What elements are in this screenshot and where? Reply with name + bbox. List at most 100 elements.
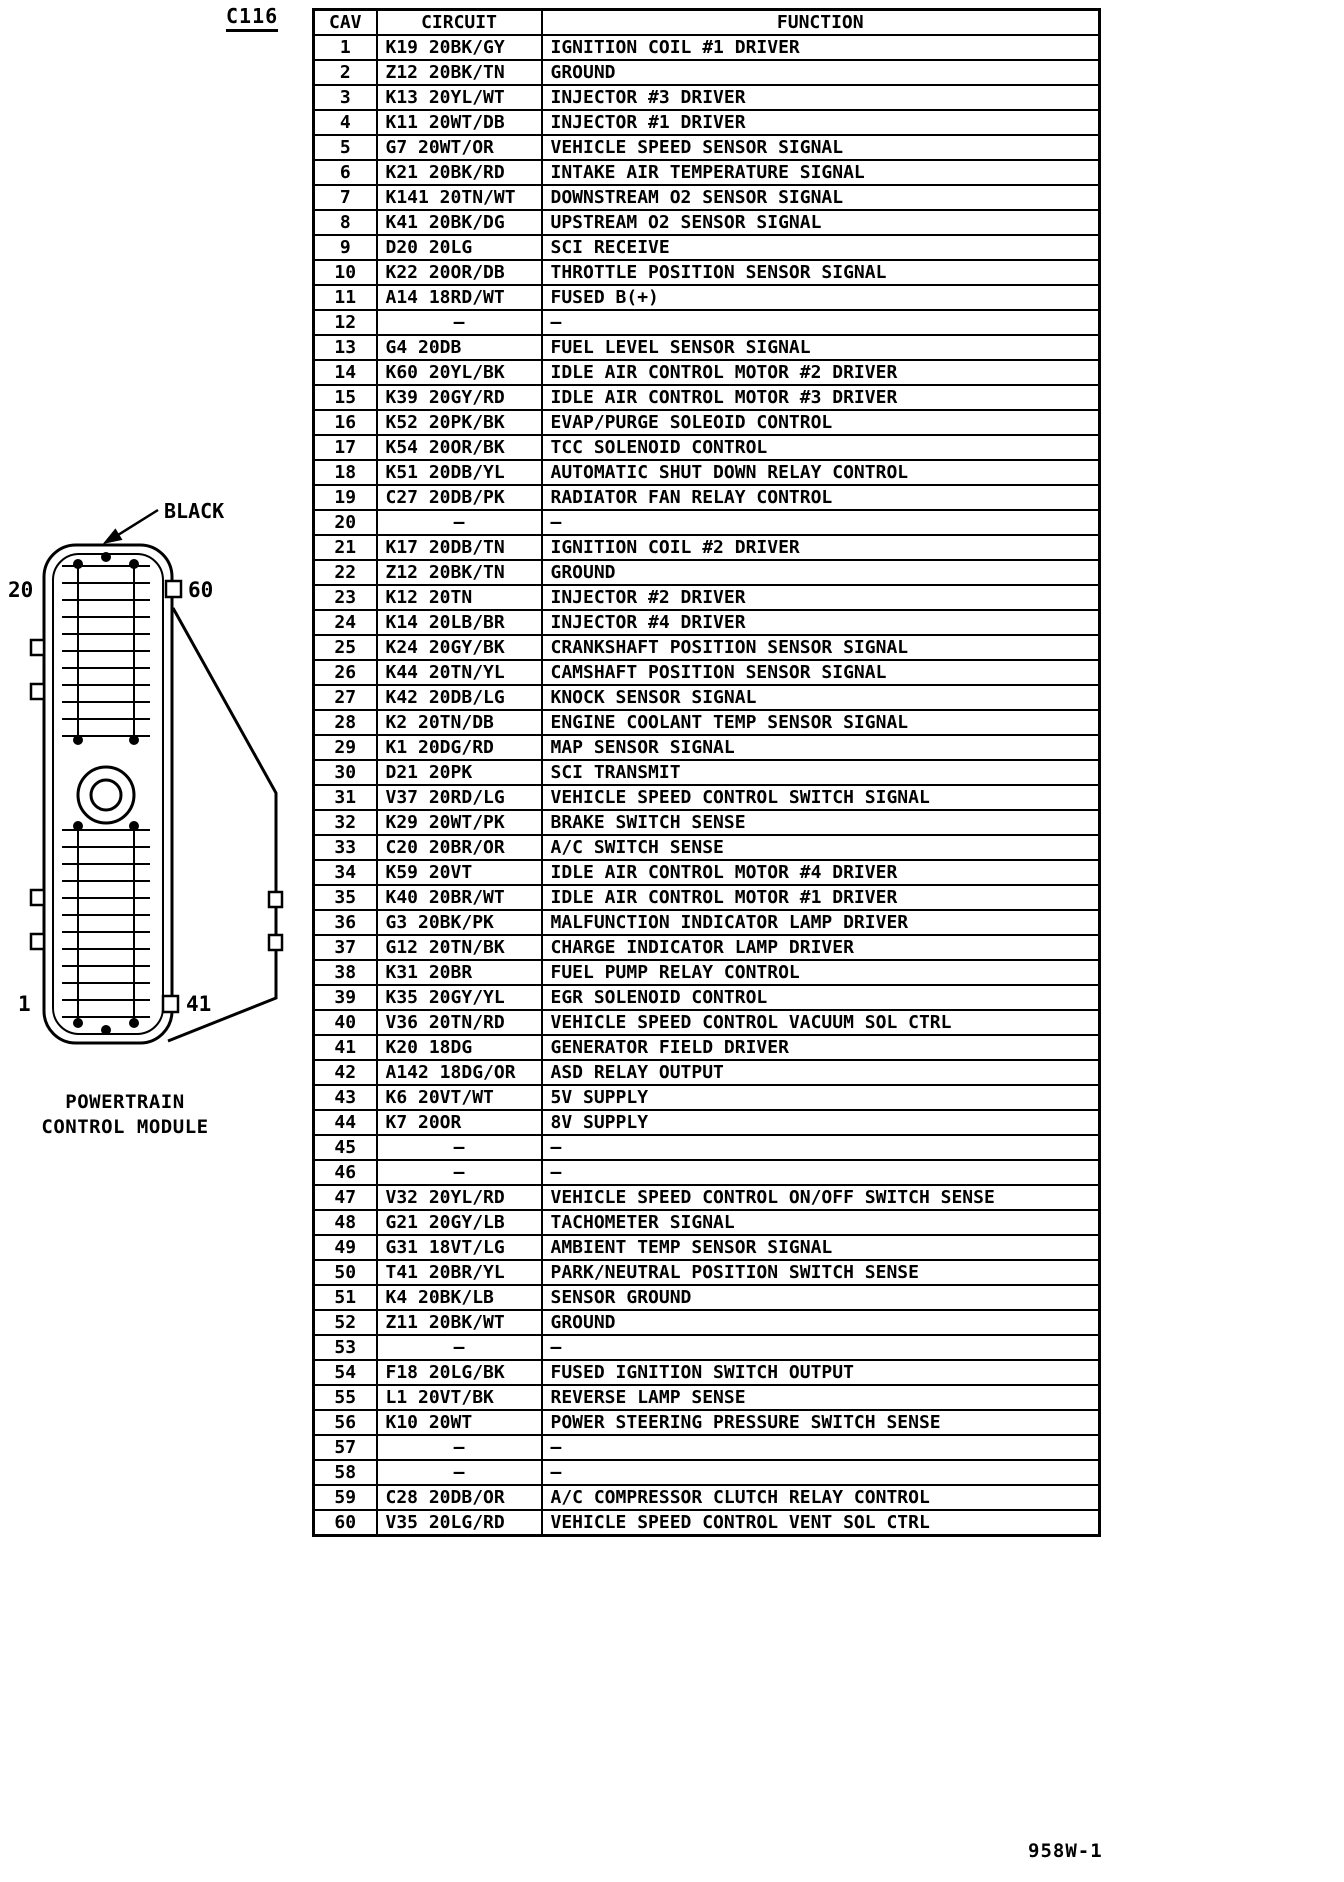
table-row: 53——: [312, 1334, 1101, 1361]
circuit-cell: A142 18DG/OR: [375, 1059, 543, 1086]
circuit-cell: K20 18DG: [375, 1034, 543, 1061]
table-row: 20——: [312, 509, 1101, 536]
cav-cell: 3: [312, 84, 378, 111]
function-cell: GROUND: [540, 559, 1101, 586]
pin-label-60: 60: [188, 578, 213, 602]
circuit-cell: K22 20OR/DB: [375, 259, 543, 286]
pin-ladder-bottom: [62, 826, 150, 1023]
cav-cell: 12: [312, 309, 378, 336]
cav-cell: 8: [312, 209, 378, 236]
function-cell: ENGINE COOLANT TEMP SENSOR SIGNAL: [540, 709, 1101, 736]
function-cell: IDLE AIR CONTROL MOTOR #4 DRIVER: [540, 859, 1101, 886]
function-cell: FUEL LEVEL SENSOR SIGNAL: [540, 334, 1101, 361]
function-cell: VEHICLE SPEED CONTROL ON/OFF SWITCH SENS…: [540, 1184, 1101, 1211]
circuit-cell: K17 20DB/TN: [375, 534, 543, 561]
function-cell: VEHICLE SPEED SENSOR SIGNAL: [540, 134, 1101, 161]
circuit-cell: —: [375, 1159, 543, 1186]
circuit-cell: —: [375, 1459, 543, 1486]
function-cell: UPSTREAM O2 SENSOR SIGNAL: [540, 209, 1101, 236]
cav-cell: 28: [312, 709, 378, 736]
connector-depth-outline: [167, 607, 278, 1043]
cav-cell: 13: [312, 334, 378, 361]
function-cell: IGNITION COIL #1 DRIVER: [540, 34, 1101, 61]
function-cell: VEHICLE SPEED CONTROL SWITCH SIGNAL: [540, 784, 1101, 811]
circuit-cell: V36 20TN/RD: [375, 1009, 543, 1036]
function-cell: GENERATOR FIELD DRIVER: [540, 1034, 1101, 1061]
cav-cell: 22: [312, 559, 378, 586]
cav-cell: 26: [312, 659, 378, 686]
cav-cell: 29: [312, 734, 378, 761]
cav-cell: 44: [312, 1109, 378, 1136]
column-header-cav: CAV: [312, 8, 378, 36]
cav-cell: 56: [312, 1409, 378, 1436]
cav-cell: 37: [312, 934, 378, 961]
cav-cell: 41: [312, 1034, 378, 1061]
circuit-cell: —: [375, 1434, 543, 1461]
cav-cell: 48: [312, 1209, 378, 1236]
cav-cell: 34: [312, 859, 378, 886]
function-cell: A/C SWITCH SENSE: [540, 834, 1101, 861]
function-cell: INJECTOR #4 DRIVER: [540, 609, 1101, 636]
circuit-cell: G31 18VT/LG: [375, 1234, 543, 1261]
circuit-cell: K7 20OR: [375, 1109, 543, 1136]
circuit-cell: K51 20DB/YL: [375, 459, 543, 486]
table-header-row: CAV CIRCUIT FUNCTION: [312, 8, 1101, 36]
cav-cell: 20: [312, 509, 378, 536]
circuit-cell: K11 20WT/DB: [375, 109, 543, 136]
function-cell: MALFUNCTION INDICATOR LAMP DRIVER: [540, 909, 1101, 936]
cav-cell: 54: [312, 1359, 378, 1386]
connector-side-tabs: [29, 579, 284, 1014]
connector-figure: BLACK 20 60 1 41: [6, 478, 306, 1098]
function-cell: TACHOMETER SIGNAL: [540, 1209, 1101, 1236]
circuit-cell: K1 20DG/RD: [375, 734, 543, 761]
function-cell: —: [540, 1159, 1101, 1186]
function-cell: RADIATOR FAN RELAY CONTROL: [540, 484, 1101, 511]
cav-cell: 50: [312, 1259, 378, 1286]
function-cell: EGR SOLENOID CONTROL: [540, 984, 1101, 1011]
cav-cell: 31: [312, 784, 378, 811]
circuit-cell: K13 20YL/WT: [375, 84, 543, 111]
function-cell: REVERSE LAMP SENSE: [540, 1384, 1101, 1411]
circuit-cell: G21 20GY/LB: [375, 1209, 543, 1236]
connector-drawing: BLACK 20 60 1 41: [8, 499, 284, 1045]
function-cell: BRAKE SWITCH SENSE: [540, 809, 1101, 836]
pcm-caption-line2: CONTROL MODULE: [41, 1116, 209, 1138]
pin-dots: [73, 552, 139, 1035]
cav-cell: 30: [312, 759, 378, 786]
circuit-cell: K6 20VT/WT: [375, 1084, 543, 1111]
function-cell: THROTTLE POSITION SENSOR SIGNAL: [540, 259, 1101, 286]
circuit-cell: K12 20TN: [375, 584, 543, 611]
circuit-cell: V37 20RD/LG: [375, 784, 543, 811]
function-cell: SCI RECEIVE: [540, 234, 1101, 261]
function-cell: CHARGE INDICATOR LAMP DRIVER: [540, 934, 1101, 961]
circuit-cell: K4 20BK/LB: [375, 1284, 543, 1311]
function-cell: FUEL PUMP RELAY CONTROL: [540, 959, 1101, 986]
cav-cell: 35: [312, 884, 378, 911]
function-cell: —: [540, 1459, 1101, 1486]
circuit-cell: K141 20TN/WT: [375, 184, 543, 211]
function-cell: CRANKSHAFT POSITION SENSOR SIGNAL: [540, 634, 1101, 661]
